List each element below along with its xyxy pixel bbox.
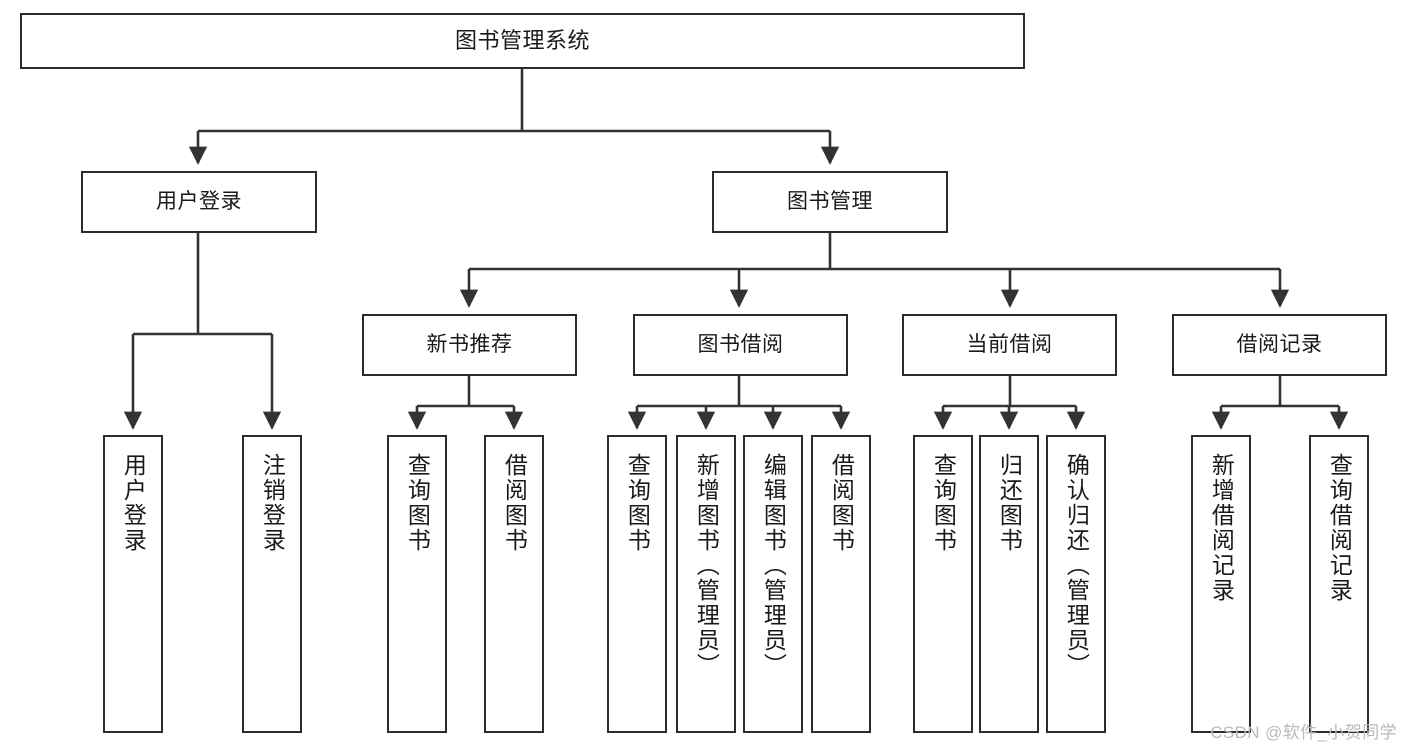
node-new-book-recommend-label: 新书推荐 xyxy=(426,333,513,357)
node-book-borrow[interactable]: 图书借阅 xyxy=(633,314,848,376)
node-leaf-query-record-label: 查询借阅记录 xyxy=(1326,453,1353,603)
node-user-login-label: 用户登录 xyxy=(156,190,242,214)
node-leaf-edit-book-label: 编辑图书（管理员） xyxy=(760,453,787,678)
node-leaf-add-record-label: 新增借阅记录 xyxy=(1208,453,1235,603)
node-book-manage-label: 图书管理 xyxy=(787,190,873,214)
node-leaf-user-login[interactable]: 用户登录 xyxy=(103,435,163,733)
node-leaf-query-book-1-label: 查询图书 xyxy=(404,453,431,553)
node-leaf-query-book-3[interactable]: 查询图书 xyxy=(913,435,973,733)
node-root[interactable]: 图书管理系统 xyxy=(20,13,1025,69)
node-leaf-borrow-book-1[interactable]: 借阅图书 xyxy=(484,435,544,733)
node-book-borrow-label: 图书借阅 xyxy=(697,333,784,357)
node-leaf-user-login-label: 用户登录 xyxy=(120,453,147,553)
watermark-text: CSDN @软件_小贺同学 xyxy=(1210,723,1397,742)
node-leaf-borrow-book-2-label: 借阅图书 xyxy=(828,453,855,553)
node-leaf-confirm-return[interactable]: 确认归还（管理员） xyxy=(1046,435,1106,733)
node-current-borrow[interactable]: 当前借阅 xyxy=(902,314,1117,376)
node-user-login[interactable]: 用户登录 xyxy=(81,171,317,233)
node-leaf-user-logout-label: 注销登录 xyxy=(259,453,286,553)
node-leaf-borrow-book-2[interactable]: 借阅图书 xyxy=(811,435,871,733)
node-borrow-record[interactable]: 借阅记录 xyxy=(1172,314,1387,376)
node-borrow-record-label: 借阅记录 xyxy=(1236,333,1323,357)
node-leaf-return-book-label: 归还图书 xyxy=(996,453,1023,553)
node-leaf-query-book-1[interactable]: 查询图书 xyxy=(387,435,447,733)
node-new-book-recommend[interactable]: 新书推荐 xyxy=(362,314,577,376)
node-leaf-query-book-2[interactable]: 查询图书 xyxy=(607,435,667,733)
node-leaf-borrow-book-1-label: 借阅图书 xyxy=(501,453,528,553)
node-leaf-query-book-3-label: 查询图书 xyxy=(930,453,957,553)
node-leaf-confirm-return-label: 确认归还（管理员） xyxy=(1063,453,1090,678)
node-leaf-add-record[interactable]: 新增借阅记录 xyxy=(1191,435,1251,733)
node-current-borrow-label: 当前借阅 xyxy=(966,333,1053,357)
node-leaf-add-book-label: 新增图书（管理员） xyxy=(693,453,720,678)
node-leaf-user-logout[interactable]: 注销登录 xyxy=(242,435,302,733)
node-leaf-return-book[interactable]: 归还图书 xyxy=(979,435,1039,733)
node-leaf-add-book[interactable]: 新增图书（管理员） xyxy=(676,435,736,733)
node-leaf-edit-book[interactable]: 编辑图书（管理员） xyxy=(743,435,803,733)
node-root-label: 图书管理系统 xyxy=(454,27,590,53)
node-leaf-query-book-2-label: 查询图书 xyxy=(624,453,651,553)
node-book-manage[interactable]: 图书管理 xyxy=(712,171,948,233)
node-leaf-query-record[interactable]: 查询借阅记录 xyxy=(1309,435,1369,733)
